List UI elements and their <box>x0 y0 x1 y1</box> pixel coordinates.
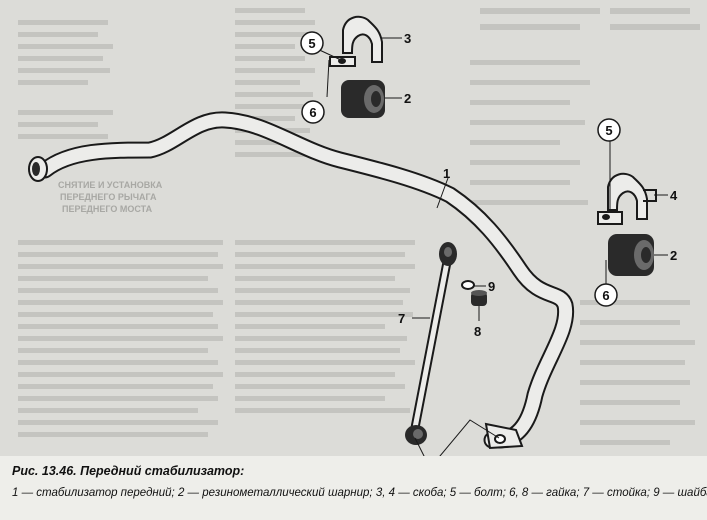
legend-item: 5 — болт; <box>449 487 510 499</box>
callout-5b: 5 <box>597 118 621 142</box>
faint-headings: СНЯТИЕ И УСТАНОВКА ПЕРЕДНЕГО РЫЧАГА ПЕРЕ… <box>58 180 163 214</box>
clamp-right <box>597 172 657 225</box>
callout-7: 7 <box>398 311 405 326</box>
bushing-upper <box>341 80 385 118</box>
bg-heading-line: ПЕРЕДНЕГО РЫЧАГА <box>60 192 157 202</box>
callout-label: 5 <box>308 36 315 51</box>
leader-1 <box>436 177 449 209</box>
bg-heading-line: СНЯТИЕ И УСТАНОВКА <box>58 180 163 190</box>
callout-2a: 2 <box>404 91 411 106</box>
legend-item: 9 — шайба <box>653 487 707 499</box>
callout-8a: 8 <box>474 324 481 339</box>
leader-6a <box>326 59 330 98</box>
callout-6b: 6 <box>594 283 618 307</box>
bar-end-lug <box>484 422 524 450</box>
callout-1: 1 <box>443 166 450 181</box>
leader-lines <box>312 37 668 469</box>
caption-legend: 1 — стабилизатор передний; 2 — резиномет… <box>12 485 707 502</box>
callout-6a: 6 <box>301 100 325 124</box>
callout-9: 9 <box>488 279 495 294</box>
legend-item: 2 — резинометаллический шарнир; <box>177 487 376 499</box>
callout-4: 4 <box>670 188 678 203</box>
nut-upper <box>471 290 487 306</box>
callout-label: 6 <box>309 105 316 120</box>
leader-bolt-path <box>414 419 500 469</box>
legend-item: 6, 8 — гайка; <box>509 487 583 499</box>
callout-3: 3 <box>404 31 411 46</box>
caption-title: Рис. 13.46. Передний стабилизатор: <box>12 464 245 478</box>
stabilizer-bar <box>28 111 575 449</box>
figure-caption: Рис. 13.46. Передний стабилизатор: 1 — с… <box>0 456 707 520</box>
bg-heading-line: ПЕРЕДНЕГО МОСТА <box>62 204 153 214</box>
callout-2b: 2 <box>670 248 677 263</box>
legend-item: 1 — стабилизатор передний; <box>12 487 178 499</box>
callout-5a: 5 <box>300 31 324 55</box>
bushing-right <box>608 234 654 276</box>
callout-label: 6 <box>602 288 609 303</box>
legend-item: 7 — стойка; <box>582 487 654 499</box>
legend-item: 3, 4 — скоба; <box>375 487 450 499</box>
faint-text-lines <box>18 8 700 445</box>
callout-label: 5 <box>605 123 612 138</box>
washer <box>461 280 475 290</box>
clamp-upper <box>329 15 383 67</box>
stabilizer-link <box>405 242 457 445</box>
